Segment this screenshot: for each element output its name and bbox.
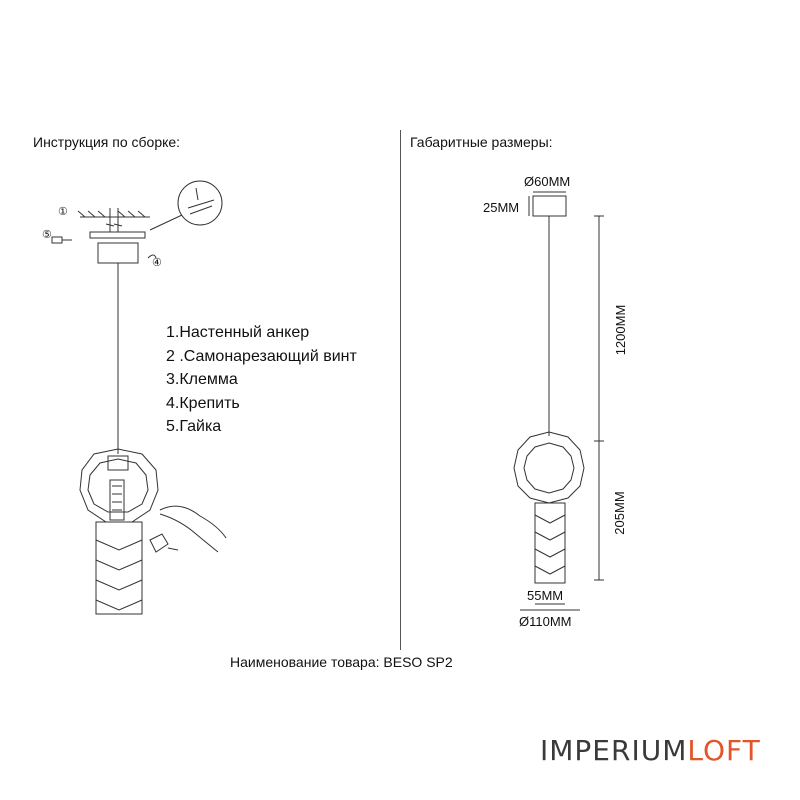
- dimension-drawing: [513, 191, 604, 611]
- brand-logo-part1: IMPERIUM: [540, 734, 688, 767]
- callout-1: ①: [58, 206, 68, 218]
- part-item-5: 5.Гайка: [166, 418, 222, 435]
- callout-5: ⑤: [42, 229, 52, 241]
- dim-canopy-height: 25MM: [483, 200, 520, 215]
- part-item-3: 3.Клемма: [166, 371, 238, 388]
- assembly-header: Инструкция по сборке:: [33, 134, 181, 150]
- center-divider: [400, 130, 401, 650]
- part-item-4: 4.Крепить: [166, 394, 240, 412]
- product-name: Наименование товара: BESO SP2: [230, 654, 453, 670]
- ceiling-mount-assembly: [51, 180, 227, 615]
- dim-cylinder-width: 55MM: [527, 588, 564, 603]
- dimensions-header: Габаритные размеры:: [410, 134, 553, 150]
- part-item-1: 1.Настенный анкер: [166, 324, 310, 341]
- dim-ring-diameter: Ø110MM: [519, 614, 572, 629]
- brand-logo: IMPERIUMLOFT: [540, 734, 761, 767]
- dim-canopy-diameter: Ø60MM: [524, 174, 571, 189]
- brand-logo-part2: LOFT: [687, 734, 761, 767]
- part-item-2: 2 .Самонарезающий винт: [166, 347, 357, 365]
- parts-list: 1.Настенный анкер 2 .Самонарезающий винт…: [166, 321, 357, 439]
- dim-lamp-height: 205MM: [612, 491, 627, 535]
- dim-cable-length: 1200MM: [613, 304, 628, 356]
- callout-4: ④: [152, 257, 162, 269]
